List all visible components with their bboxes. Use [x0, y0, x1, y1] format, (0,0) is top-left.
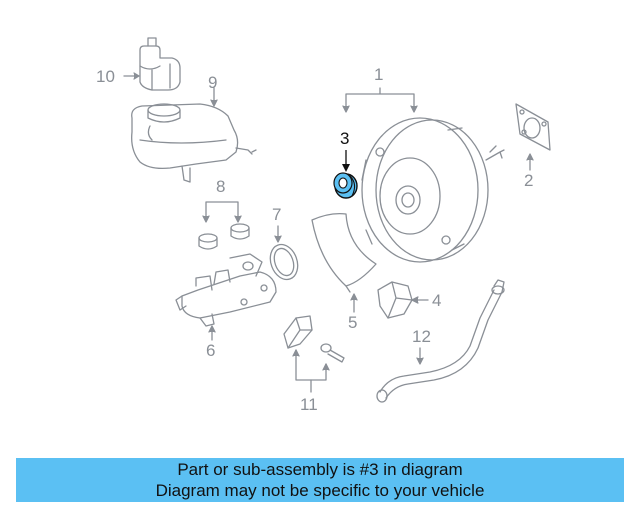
callout-11: 11	[300, 395, 318, 414]
callout-12: 12	[412, 327, 431, 346]
callout-2: 2	[524, 171, 534, 190]
callout-6: 6	[206, 341, 216, 360]
bolt-part	[320, 343, 345, 363]
callout-4: 4	[432, 291, 442, 310]
sensor-part	[283, 315, 313, 349]
highlighted-part-3	[333, 150, 358, 199]
parts-diagram	[123, 37, 551, 403]
brake-booster-part	[361, 117, 505, 263]
grommet-part	[198, 223, 250, 250]
callout-8: 8	[216, 177, 226, 196]
info-banner: Part or sub-assembly is #3 in diagram Di…	[16, 458, 624, 502]
callout-3: 3	[340, 129, 350, 148]
heat-shield-part	[311, 212, 377, 293]
callout-9: 9	[208, 73, 218, 92]
banner-line-2: Diagram may not be specific to your vehi…	[155, 481, 485, 500]
o-ring-part	[269, 243, 299, 281]
callout-7: 7	[272, 205, 282, 224]
callout-5: 5	[348, 313, 358, 332]
mounting-block-part	[377, 281, 413, 319]
banner-line-1: Part or sub-assembly is #3 in diagram	[177, 460, 463, 479]
reservoir-cap-part	[139, 37, 181, 91]
reservoir-tank-part	[131, 103, 257, 183]
vacuum-hose-part	[376, 279, 505, 403]
master-cylinder-part	[175, 253, 277, 327]
callout-10: 10	[96, 67, 115, 86]
booster-gasket-part	[515, 103, 551, 151]
callout-1: 1	[374, 65, 384, 84]
